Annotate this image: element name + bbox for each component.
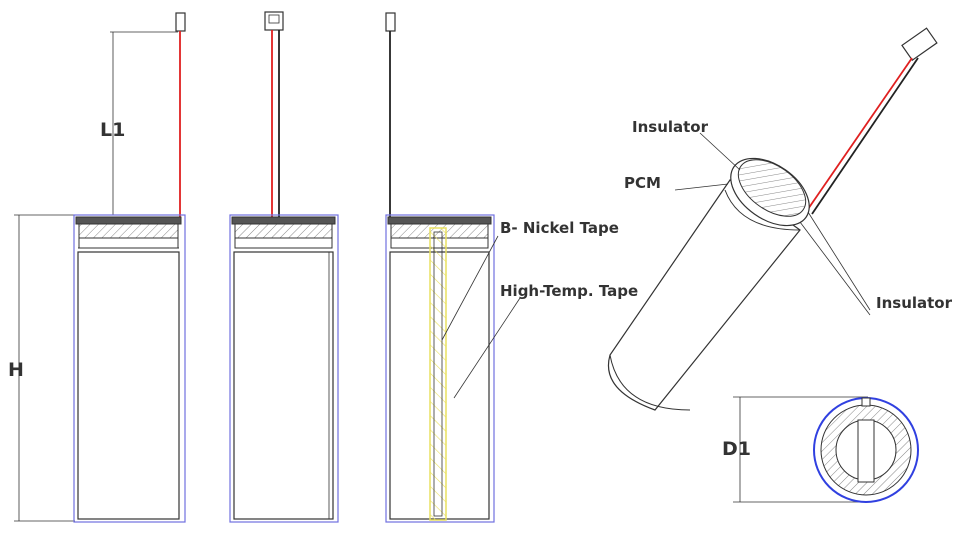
nickel-tape-label: B- Nickel Tape [500, 219, 619, 237]
insulator-right-label: Insulator [876, 294, 953, 312]
h-label: H [8, 359, 24, 381]
view-front-tape: B- Nickel Tape High-Temp. Tape [385, 12, 638, 523]
connector-small [175, 12, 186, 32]
bounding-box [73, 214, 186, 523]
d1-label: D1 [722, 438, 751, 460]
connector-2pin [264, 11, 284, 31]
view-isometric: Insulator PCM Insulator [608, 27, 953, 411]
iso-cell-body [608, 179, 801, 411]
nickel-tape [429, 227, 447, 521]
iso-insulator-top [737, 159, 807, 217]
view-bottom: D1 [722, 396, 919, 503]
view-front-connector [229, 11, 339, 523]
base-tab [857, 419, 875, 483]
connector-iso [901, 27, 938, 61]
high-temp-tape-label: High-Temp. Tape [500, 282, 638, 300]
insulator-top-label: Insulator [632, 118, 709, 136]
cell-body [77, 251, 180, 520]
pcm-label: PCM [624, 174, 661, 192]
view-front-dimensioned: L1 H [8, 12, 186, 523]
l1-label: L1 [100, 119, 125, 141]
